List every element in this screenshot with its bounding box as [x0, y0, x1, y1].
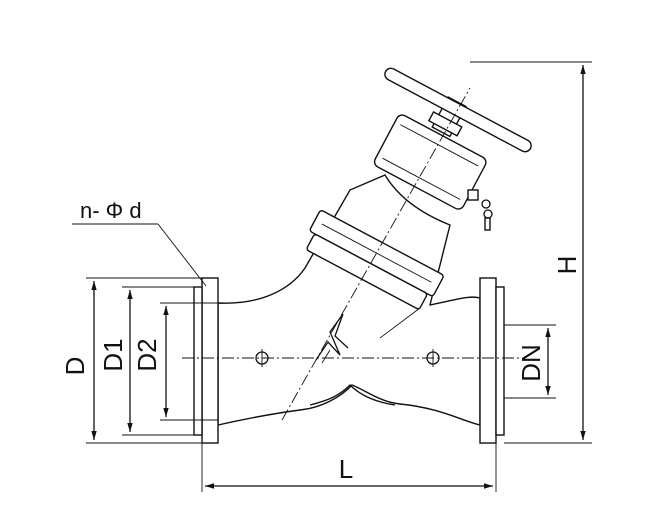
label-d2: D2: [132, 338, 162, 371]
label-h: H: [552, 256, 582, 275]
dimension-d1: [122, 286, 194, 436]
label-n-phi-d: n- Φ d: [80, 198, 142, 223]
lock-tag-icon: [467, 189, 493, 231]
label-d1: D1: [98, 338, 128, 371]
dimension-d2: [160, 302, 218, 421]
flow-arrow-logo: [315, 313, 349, 364]
valve-body: [217, 174, 481, 426]
dimension-d: [86, 277, 202, 444]
dimension-dn: [504, 324, 556, 399]
dimension-h: [470, 61, 592, 444]
left-flange: [193, 277, 219, 444]
hole-leader: [72, 223, 207, 287]
label-l: L: [339, 454, 353, 484]
center-lines: [182, 87, 520, 421]
label-dn: DN: [516, 344, 546, 382]
label-d: D: [60, 357, 90, 376]
dimension-l: [201, 443, 497, 492]
bonnet-housing: [373, 114, 487, 210]
right-flange: [479, 277, 505, 444]
